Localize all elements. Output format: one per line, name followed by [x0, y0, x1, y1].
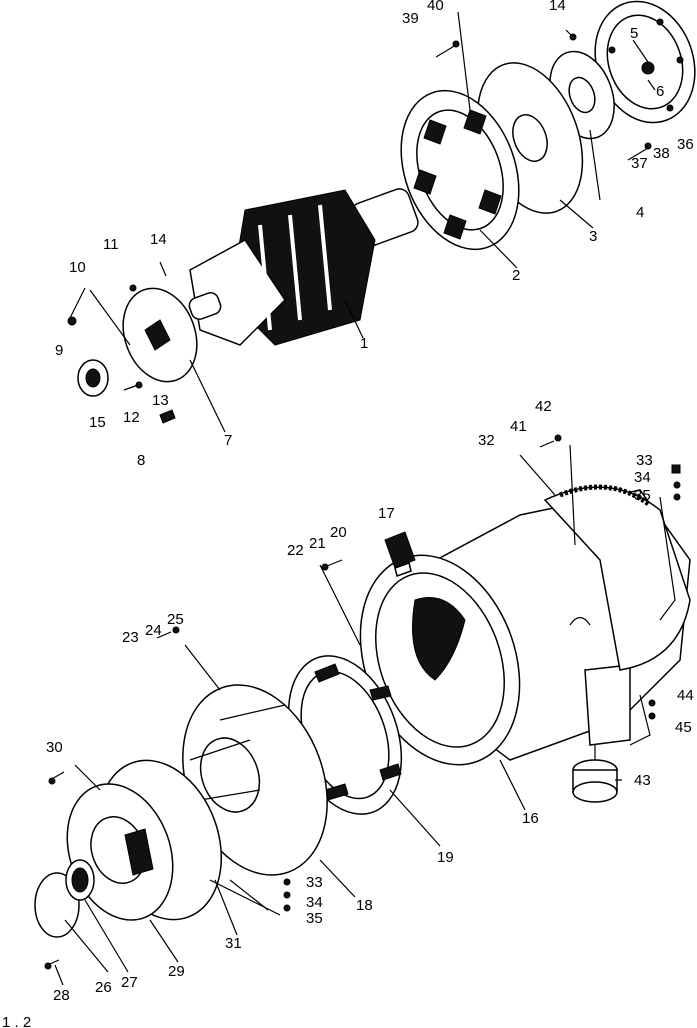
callout-28: 28: [53, 987, 70, 1004]
cap-part: [34, 859, 95, 938]
callout-11: 11: [103, 236, 119, 253]
rotor-part: [188, 188, 419, 346]
mount-part: [572, 745, 618, 803]
callout-35-upper: 35: [634, 487, 651, 504]
fan-part: [400, 89, 520, 251]
callout-30: 30: [46, 739, 63, 756]
callout-31: 31: [225, 935, 242, 952]
callout-27: 27: [121, 974, 138, 991]
callout-7: 7: [224, 432, 232, 449]
callout-33-lower: 33: [306, 874, 323, 891]
callout-8: 8: [137, 452, 145, 469]
retainer-plate-part: [122, 287, 198, 383]
callout-21: 21: [309, 535, 326, 552]
callout-23: 23: [122, 629, 139, 646]
callout-36: 36: [677, 136, 694, 153]
callout-17: 17: [378, 505, 395, 522]
callout-10: 10: [69, 259, 86, 276]
callout-29: 29: [168, 963, 185, 980]
winding-cover-part: [543, 484, 691, 671]
callout-22: 22: [287, 542, 304, 559]
callout-34-lower: 34: [306, 894, 323, 911]
callout-9: 9: [55, 342, 63, 359]
callout-13: 13: [152, 392, 169, 409]
callout-18: 18: [356, 897, 373, 914]
callout-1: 1: [360, 335, 368, 352]
footer-mark: 1 . 2: [2, 1014, 31, 1028]
callout-14-lower: 14: [150, 231, 167, 248]
callout-43: 43: [634, 772, 651, 789]
callout-2: 2: [512, 267, 520, 284]
upper-hardware: [67, 29, 652, 424]
callout-20: 20: [330, 524, 347, 541]
callout-45: 45: [675, 719, 692, 736]
core-ring-part: [287, 655, 403, 815]
callout-12: 12: [123, 409, 140, 426]
callout-39: 39: [402, 10, 419, 27]
lower-hardware: [44, 434, 681, 970]
callout-19: 19: [437, 849, 454, 866]
bearing-part: [77, 359, 109, 397]
callout-24: 24: [145, 622, 162, 639]
callout-4: 4: [636, 204, 644, 221]
callout-15: 15: [89, 414, 106, 431]
callout-3: 3: [589, 228, 597, 245]
callout-34-upper: 34: [634, 469, 651, 486]
callout-44: 44: [677, 687, 694, 704]
callout-38: 38: [653, 145, 670, 162]
callout-41: 41: [510, 418, 527, 435]
leader-lines: [54, 11, 676, 986]
callout-14-upper: 14: [549, 0, 566, 14]
callout-16: 16: [522, 810, 539, 827]
callout-33-upper: 33: [636, 452, 653, 469]
callout-35-lower: 35: [306, 910, 323, 927]
callout-6: 6: [656, 83, 664, 100]
callout-5: 5: [630, 25, 638, 42]
callout-42: 42: [535, 398, 552, 415]
terminal-part: [384, 531, 416, 577]
end-cover-part: [594, 0, 696, 124]
callout-26: 26: [95, 979, 112, 996]
callout-37: 37: [631, 155, 648, 172]
callout-25: 25: [167, 611, 184, 628]
callout-40: 40: [427, 0, 444, 14]
callout-32: 32: [478, 432, 495, 449]
